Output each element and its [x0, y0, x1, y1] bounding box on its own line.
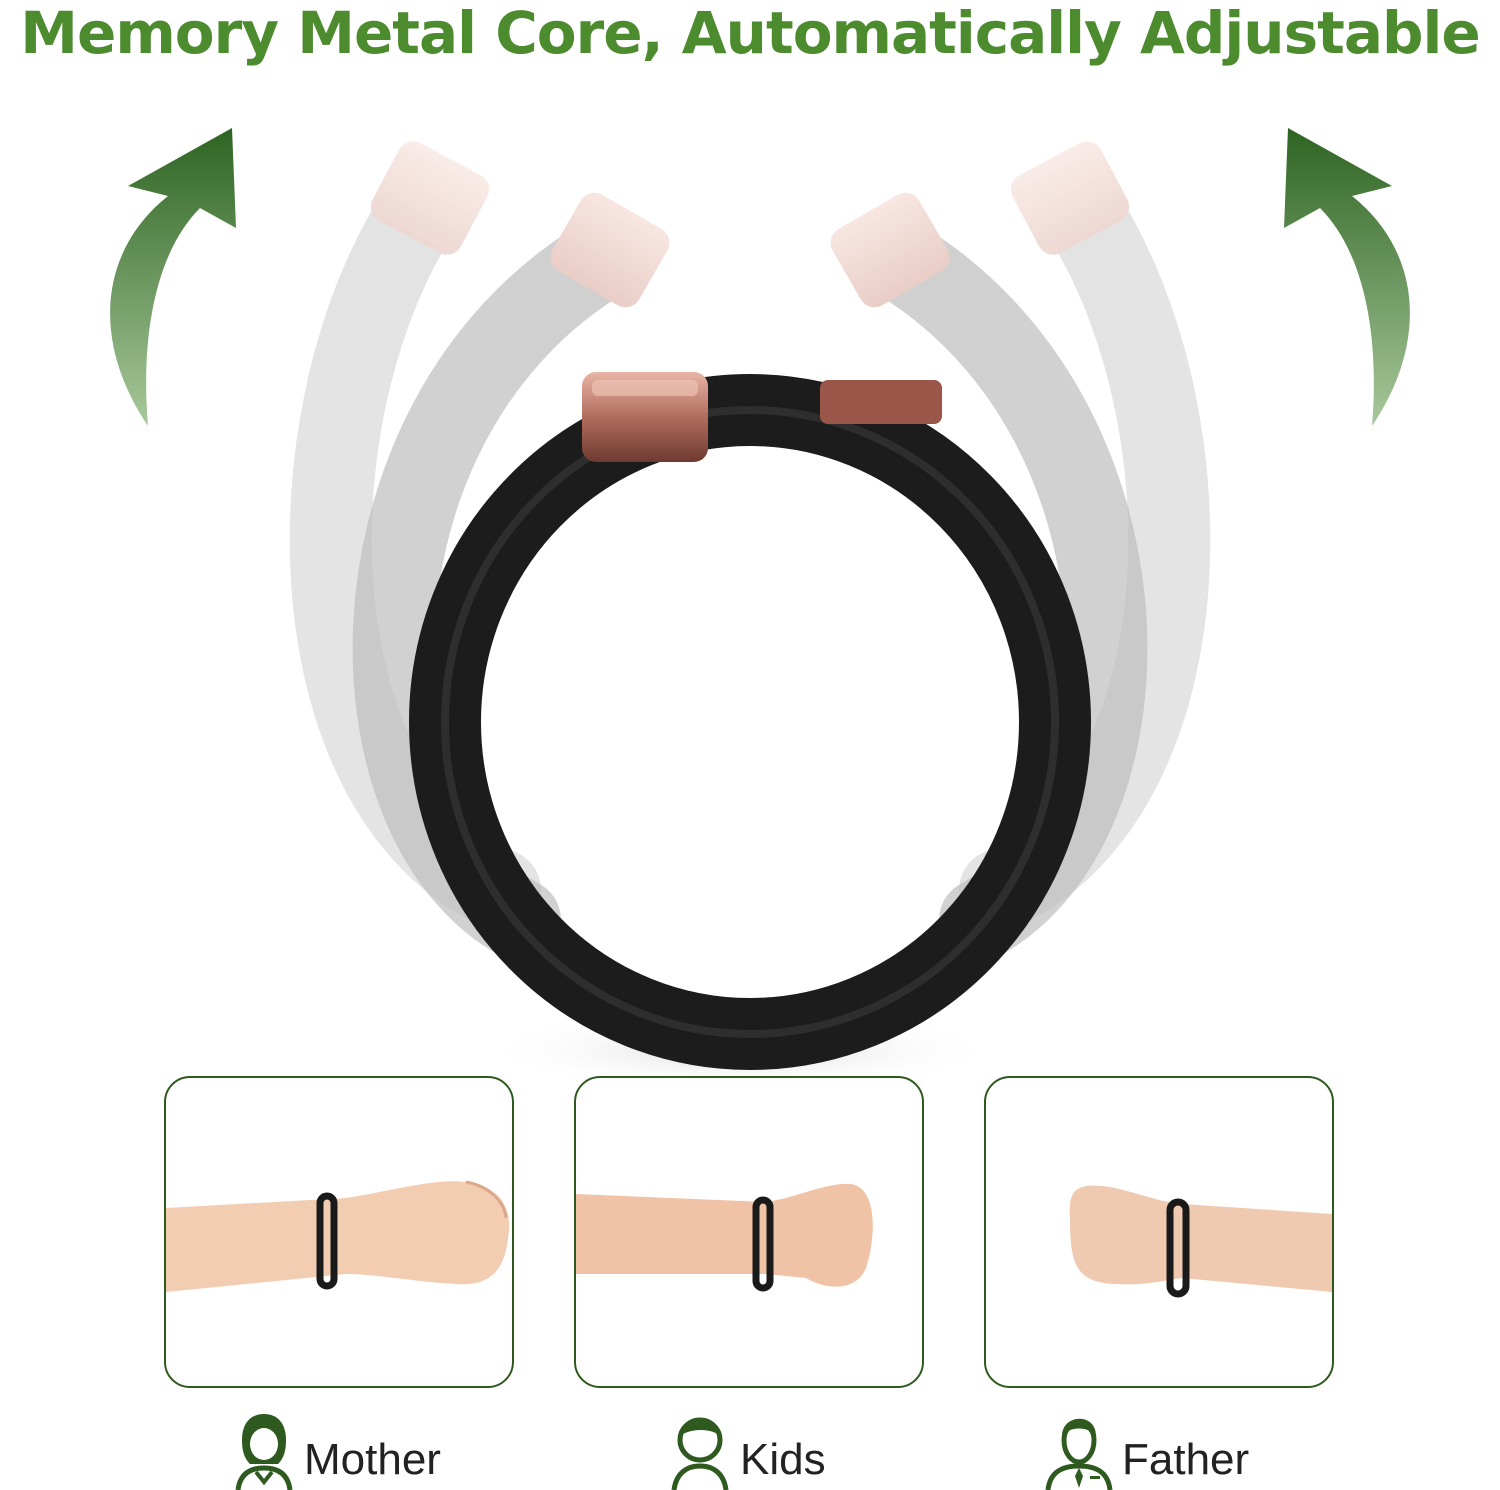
curved-up-arrow-icon	[110, 128, 236, 426]
page-headline: Memory Metal Core, Automatically Adjusta…	[20, 0, 1480, 67]
wrist-illustration	[1069, 1185, 1332, 1298]
woman-person-icon	[235, 1414, 293, 1490]
curved-up-arrow-icon	[1284, 128, 1410, 426]
wrist-illustration	[166, 1180, 510, 1292]
child-person-icon	[671, 1417, 729, 1490]
product-hero	[0, 90, 1500, 1100]
label-mother: Mother	[232, 1402, 441, 1490]
label-father: Father	[1044, 1402, 1249, 1490]
usage-panel-father	[984, 1076, 1334, 1388]
label-kids: Kids	[668, 1402, 826, 1490]
man-tie-person-icon	[1045, 1418, 1113, 1490]
label-kids-text: Kids	[740, 1435, 826, 1484]
label-father-text: Father	[1122, 1435, 1250, 1484]
usage-panel-mother	[164, 1076, 514, 1388]
label-mother-text: Mother	[304, 1435, 441, 1484]
usage-panel-kids	[574, 1076, 924, 1388]
closed-bracelet	[409, 372, 1091, 1070]
wrist-illustration	[576, 1183, 873, 1292]
